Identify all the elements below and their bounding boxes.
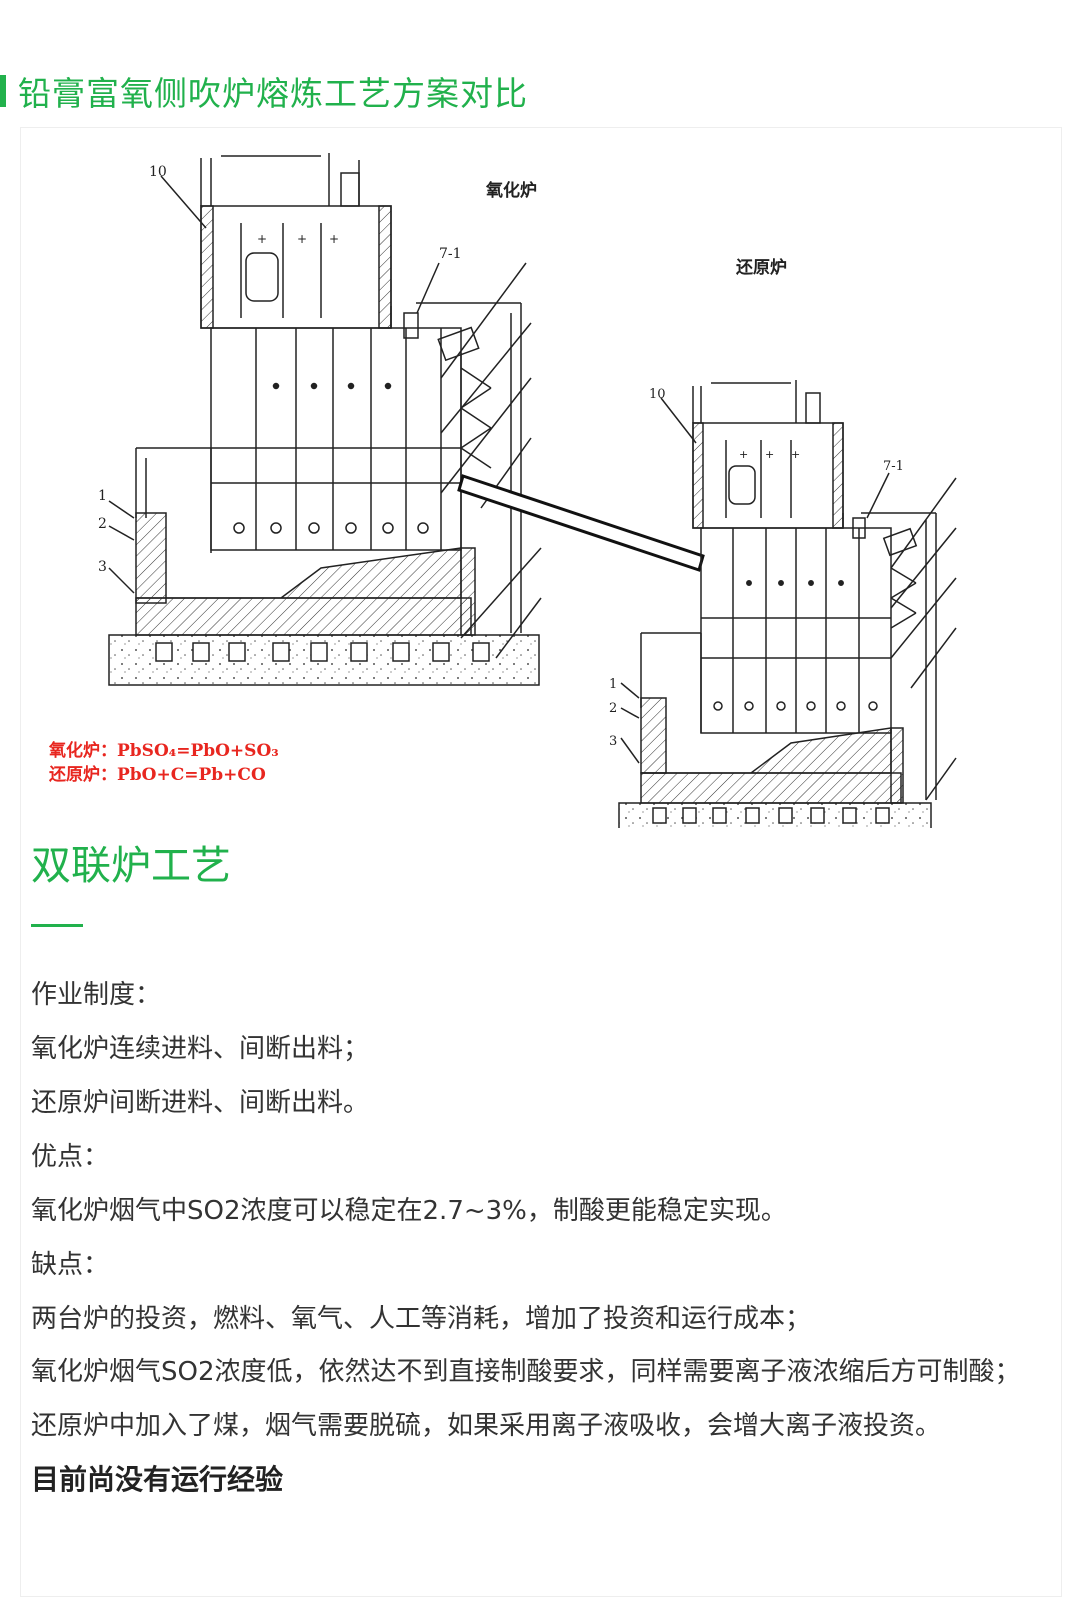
text-line: 缺点：: [31, 1250, 110, 1280]
page-title: 铅膏富氧侧吹炉熔炼工艺方案对比: [18, 74, 528, 113]
furnace-diagram: + + +: [98, 153, 957, 828]
oxidation-furnace: + + +: [108, 153, 542, 686]
callout-2-oxidation: 2: [98, 516, 107, 532]
svg-text:+: +: [329, 232, 339, 246]
content-card: + + +: [20, 127, 1062, 1597]
callout-10-reduction: 10: [649, 387, 666, 402]
reduction-furnace-label: 还原炉: [735, 257, 787, 278]
section-body: 作业制度： 氧化炉连续进料、间断出料； 还原炉间断进料、间断出料。 优点： 氧化…: [31, 968, 1061, 1507]
svg-text:+: +: [297, 232, 307, 246]
callout-3-reduction: 3: [609, 734, 617, 749]
svg-text:+: +: [791, 448, 800, 461]
text-line: 氧化炉烟气中SO2浓度可以稳定在2.7~3%，制酸更能稳定实现。: [31, 1196, 787, 1226]
conclusion-text: 目前尚没有运行经验: [31, 1463, 284, 1496]
svg-text:+: +: [765, 448, 774, 461]
callout-7-1-oxidation: 7-1: [439, 246, 462, 262]
text-line: 两台炉的投资，燃料、氧气、人工等消耗，增加了投资和运行成本；: [31, 1304, 812, 1334]
page-header: 铅膏富氧侧吹炉熔炼工艺方案对比: [0, 68, 528, 114]
svg-text:+: +: [739, 448, 748, 461]
svg-text:+: +: [257, 232, 267, 246]
text-line: 氧化炉连续进料、间断出料；: [31, 1034, 370, 1064]
text-line: 还原炉中加入了煤，烟气需要脱硫，如果采用离子液吸收，会增大离子液投资。: [31, 1411, 942, 1441]
reduction-furnace: + + +: [618, 380, 957, 828]
section-title-underline: [31, 924, 83, 927]
section-title: 双联炉工艺: [31, 843, 231, 889]
connecting-launder: [457, 474, 705, 572]
callout-3-oxidation: 3: [98, 559, 107, 575]
header-accent-bar: [0, 75, 6, 107]
callout-2-reduction: 2: [609, 701, 617, 716]
text-line: 氧化炉烟气SO2浓度低，依然达不到直接制酸要求，同样需要离子液浓缩后方可制酸；: [31, 1357, 1021, 1387]
formula-oxidation: 氧化炉：PbSO₄=PbO+SO₃: [49, 741, 279, 761]
formula-reduction: 还原炉：PbO+C=Pb+CO: [49, 765, 266, 785]
callout-1-reduction: 1: [609, 677, 617, 692]
callout-10-oxidation: 10: [149, 164, 167, 180]
text-line: 优点：: [31, 1142, 110, 1172]
callout-1-oxidation: 1: [98, 488, 107, 504]
text-line: 作业制度：: [31, 980, 162, 1010]
text-line: 还原炉间断进料、间断出料。: [31, 1088, 370, 1118]
callout-7-1-reduction: 7-1: [883, 459, 904, 474]
oxidation-furnace-label: 氧化炉: [485, 180, 537, 201]
